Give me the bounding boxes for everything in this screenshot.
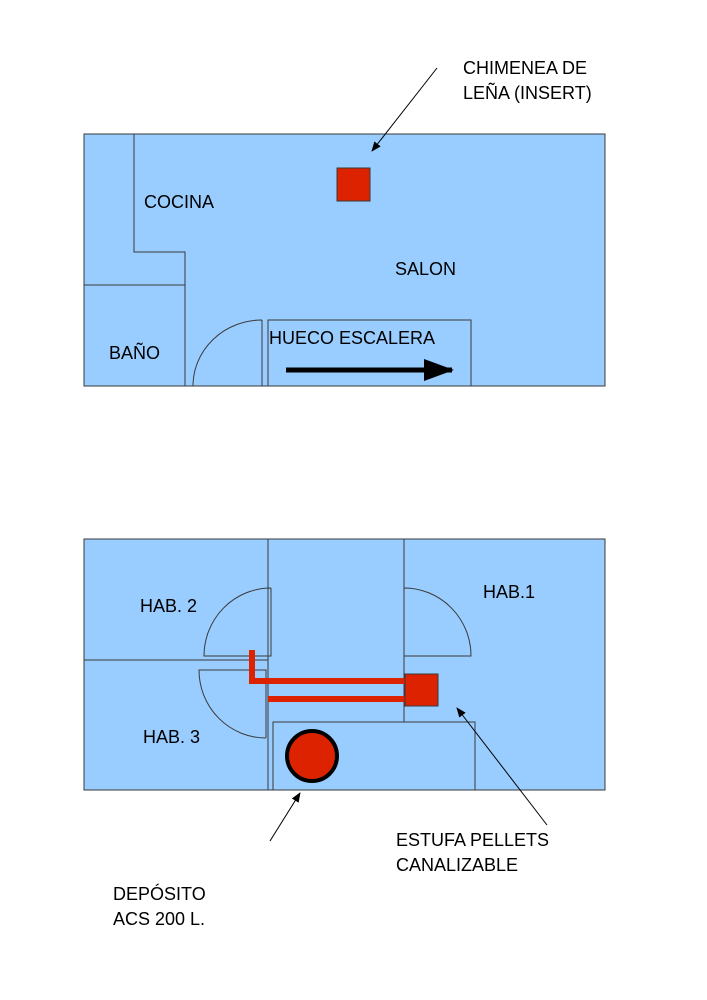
kitchen-wall (133, 134, 186, 386)
top-floor-plan: COCINA SALON BAÑO HUECO ESCALERA CHIMENE… (83, 58, 606, 387)
stove-pointer-arrow (456, 707, 548, 826)
room-label-bedroom-3: HAB. 3 (143, 727, 200, 747)
bedroom-2-door-swing (203, 587, 272, 657)
room-label-bedroom-1: HAB.1 (483, 582, 535, 602)
bottom-floor-plan: HAB.1 HAB. 2 HAB. 3 ESTUFA PELLETS CANAL… (83, 538, 606, 929)
tank-label-line-2: ACS 200 L. (113, 909, 205, 929)
tank-label-line-1: DEPÓSITO (113, 883, 206, 904)
stove-label-line-1: ESTUFA PELLETS (396, 830, 549, 850)
room-label-bathroom: BAÑO (109, 342, 160, 363)
heat-duct-upper (249, 650, 405, 684)
bedroom-1-door-swing (403, 587, 472, 657)
fireplace-label-line-2: LEÑA (INSERT) (463, 82, 592, 103)
fireplace-pointer-arrow (371, 67, 438, 152)
room-label-kitchen: COCINA (144, 192, 214, 212)
room-label-bedroom-2: HAB. 2 (140, 596, 197, 616)
hot-water-tank (285, 729, 339, 783)
bedroom-3-door-swing (198, 669, 267, 739)
door-swing (192, 319, 263, 387)
room-label-stairwell: HUECO ESCALERA (269, 328, 435, 348)
fireplace-insert (336, 167, 371, 202)
pellet-stove (404, 673, 439, 707)
tank-pointer-arrow (269, 792, 301, 842)
stove-label-line-2: CANALIZABLE (396, 855, 518, 875)
room-label-living-room: SALON (395, 259, 456, 279)
fireplace-label-line-1: CHIMENEA DE (463, 58, 587, 78)
